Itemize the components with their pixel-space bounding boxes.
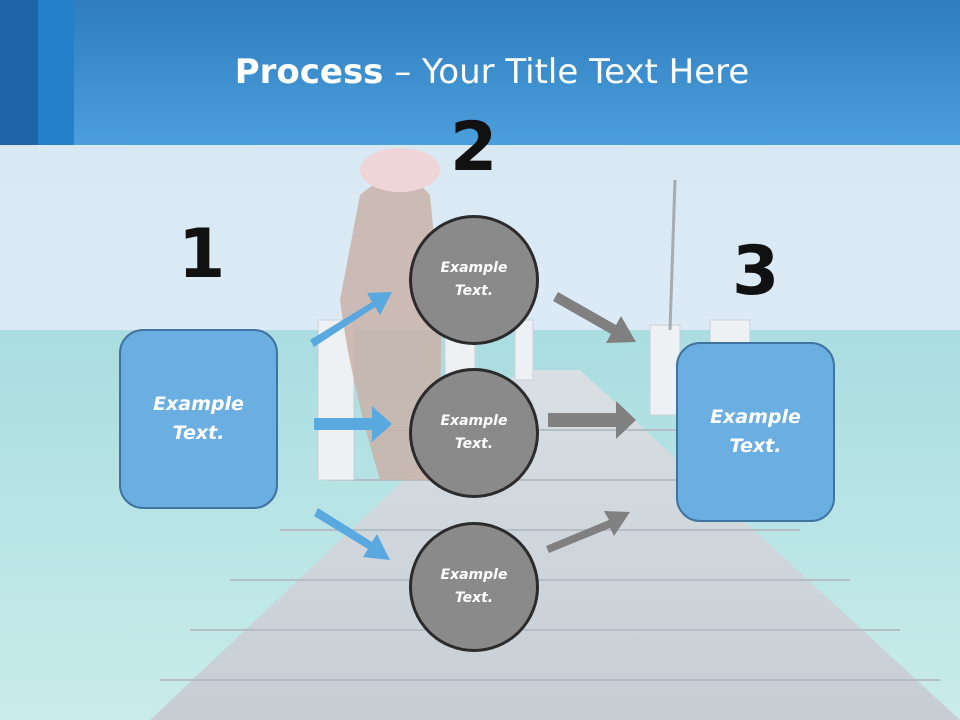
step-1-box[interactable]: Example Text. <box>119 329 278 509</box>
title-rest: – Your Title Text Here <box>383 52 750 92</box>
slide-title: Process – Your Title Text Here <box>0 52 960 92</box>
arrow-1-to-2-middle <box>314 406 392 442</box>
header-band <box>0 0 960 145</box>
arrow-2-to-3-middle <box>548 401 636 439</box>
arrow-2-to-3-top <box>553 292 636 343</box>
step-3-box-text: Example Text. <box>710 406 801 457</box>
circle-middle-text: Example Text. <box>440 413 508 452</box>
title-bold: Process <box>234 52 384 92</box>
arrow-2-to-3-bottom <box>546 511 630 553</box>
header-accent-stripe <box>38 0 74 145</box>
header-accent-stripe <box>0 0 38 145</box>
arrow-1-to-2-top <box>310 292 392 347</box>
step-number-1: 1 <box>178 215 226 294</box>
step-3-box[interactable]: Example Text. <box>676 342 835 522</box>
step-2-circle-middle[interactable]: Example Text. <box>409 368 539 498</box>
step-2-circle-bottom[interactable]: Example Text. <box>409 522 539 652</box>
circle-top-text: Example Text. <box>440 260 508 299</box>
step-1-box-text: Example Text. <box>153 393 244 444</box>
step-number-2: 2 <box>450 108 498 187</box>
step-2-circle-top[interactable]: Example Text. <box>409 215 539 345</box>
step-number-3: 3 <box>732 232 780 311</box>
circle-bottom-text: Example Text. <box>440 567 508 606</box>
arrow-1-to-2-bottom <box>314 508 390 560</box>
